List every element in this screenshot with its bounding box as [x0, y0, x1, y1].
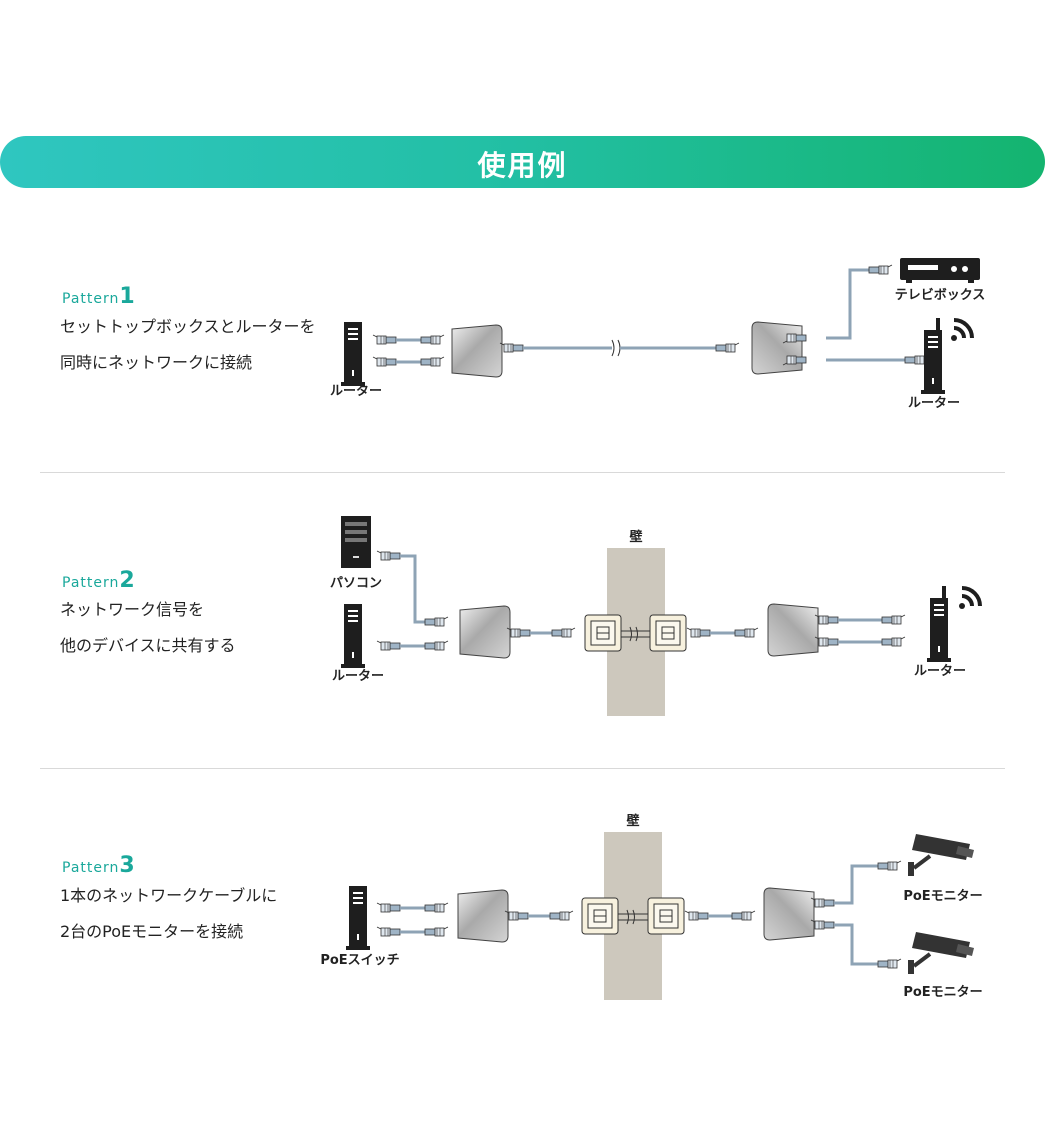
cable	[377, 551, 449, 651]
wall-jack-icon	[584, 614, 622, 652]
pattern-1-description: セットトップボックスとルーターを 同時にネットワークに接続	[60, 309, 316, 381]
splitter-icon	[457, 889, 509, 943]
through-wall-cable	[621, 626, 650, 642]
pattern-word: Pattern	[62, 291, 120, 307]
pattern-word: Pattern	[62, 860, 120, 876]
device-label: ルーター	[332, 669, 384, 684]
router-icon	[921, 330, 945, 394]
description-line: ネットワーク信号を	[60, 600, 205, 619]
antenna	[942, 586, 946, 600]
wall-label: 壁	[626, 813, 639, 829]
header-banner: 使用例	[0, 136, 1045, 188]
antenna	[936, 318, 940, 332]
cable	[782, 264, 929, 366]
pattern-number: 3	[119, 853, 135, 878]
cable	[505, 910, 574, 921]
pattern-3-label: Pattern3	[62, 853, 135, 878]
cable	[685, 910, 756, 921]
pattern-3-diagram: PoEスイッチ 壁 PoEモニター	[320, 813, 983, 1000]
page-title: 使用例	[477, 149, 568, 182]
splitter-icon	[751, 321, 803, 375]
pattern-2-description: ネットワーク信号を 他のデバイスに共有する	[60, 592, 236, 664]
device-label: PoEモニター	[903, 985, 982, 1000]
pattern-word: Pattern	[62, 575, 120, 591]
wifi-icon	[949, 318, 974, 343]
device-label: PoEスイッチ	[320, 953, 399, 968]
cable	[815, 614, 906, 647]
wall-jack-icon	[581, 897, 619, 935]
description-line: 1本のネットワークケーブルに	[60, 886, 278, 905]
description-line: セットトップボックスとルーターを	[60, 317, 316, 336]
pattern-3-description: 1本のネットワークケーブルに 2台のPoEモニターを接続	[60, 878, 277, 950]
splitter-icon	[459, 605, 511, 659]
wifi-icon	[957, 586, 982, 611]
wall-jack-icon	[647, 897, 685, 935]
cable	[507, 627, 576, 638]
pattern-number: 1	[119, 284, 135, 309]
divider	[40, 472, 1005, 473]
description-line: 2台のPoEモニターを接続	[60, 922, 244, 941]
wall-label: 壁	[629, 529, 642, 545]
device-label: ルーター	[914, 664, 966, 679]
tv-box-icon	[900, 258, 980, 283]
splitter-icon	[763, 887, 815, 941]
splitter-icon	[451, 324, 503, 378]
device-label: テレビボックス	[895, 287, 986, 303]
cable	[377, 902, 449, 937]
cable	[687, 627, 759, 638]
cable	[373, 334, 445, 367]
pattern-2-diagram: パソコン ルーター 壁	[330, 516, 982, 716]
pc-icon	[341, 516, 371, 568]
pattern-number: 2	[119, 568, 135, 593]
through-wall-cable	[618, 909, 648, 925]
device-label: パソコン	[330, 576, 382, 591]
description-line: 同時にネットワークに接続	[60, 353, 253, 372]
pattern-2-label: Pattern2	[62, 568, 135, 593]
router-icon	[341, 322, 365, 386]
device-label: ルーター	[908, 396, 960, 411]
long-cable	[500, 339, 740, 357]
wall-jack-icon	[649, 614, 687, 652]
router-icon	[341, 604, 365, 668]
cable	[811, 860, 902, 969]
device-label: ルーター	[330, 384, 382, 399]
router-icon	[927, 598, 951, 662]
camera-icon	[906, 832, 976, 878]
description-line: 他のデバイスに共有する	[60, 636, 236, 655]
device-label: PoEモニター	[903, 889, 982, 904]
pattern-1-diagram: ルーター テレ	[330, 258, 985, 411]
divider	[40, 768, 1005, 769]
camera-icon	[906, 930, 976, 976]
splitter-icon	[767, 603, 819, 657]
pattern-1-label: Pattern1	[62, 284, 135, 309]
poe-switch-icon	[346, 886, 370, 950]
